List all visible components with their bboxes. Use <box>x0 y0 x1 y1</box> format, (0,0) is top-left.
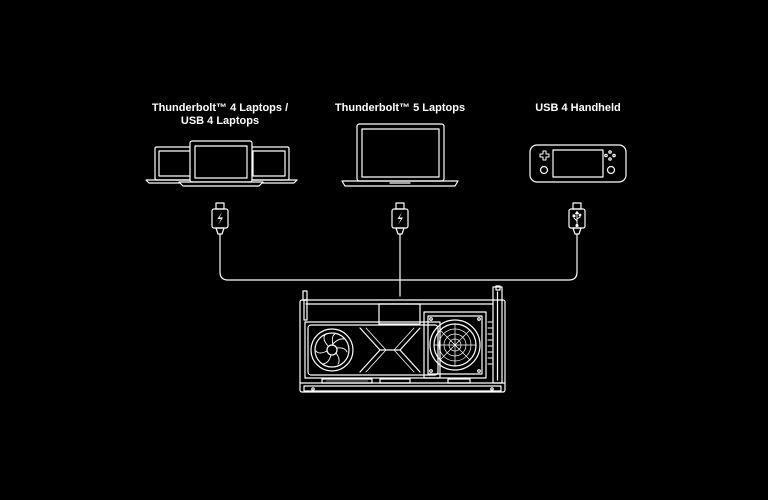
tb5-laptops-label: Thunderbolt™ 5 Laptops <box>320 102 480 115</box>
usb4-handheld-label: USB 4 Handheld <box>498 102 658 115</box>
connection-cables <box>219 233 578 297</box>
tb4-label-line2: USB 4 Laptops <box>180 115 260 127</box>
thunderbolt-plug-icon <box>391 202 409 235</box>
usb-plug-icon <box>568 202 586 235</box>
thunderbolt-plug-icon <box>211 202 229 235</box>
egpu-enclosure-icon <box>299 285 506 393</box>
tb4-label-line1: Thunderbolt™ 4 Laptops / <box>151 102 289 114</box>
tb4-usb4-laptops-label: Thunderbolt™ 4 Laptops / USB 4 Laptops <box>140 102 300 128</box>
handheld-console-icon <box>529 144 627 183</box>
laptops-icon <box>145 140 298 187</box>
usb4-label-text: USB 4 Handheld <box>535 102 621 114</box>
tb5-label-text: Thunderbolt™ 5 Laptops <box>334 102 466 114</box>
laptop-icon <box>341 123 459 187</box>
